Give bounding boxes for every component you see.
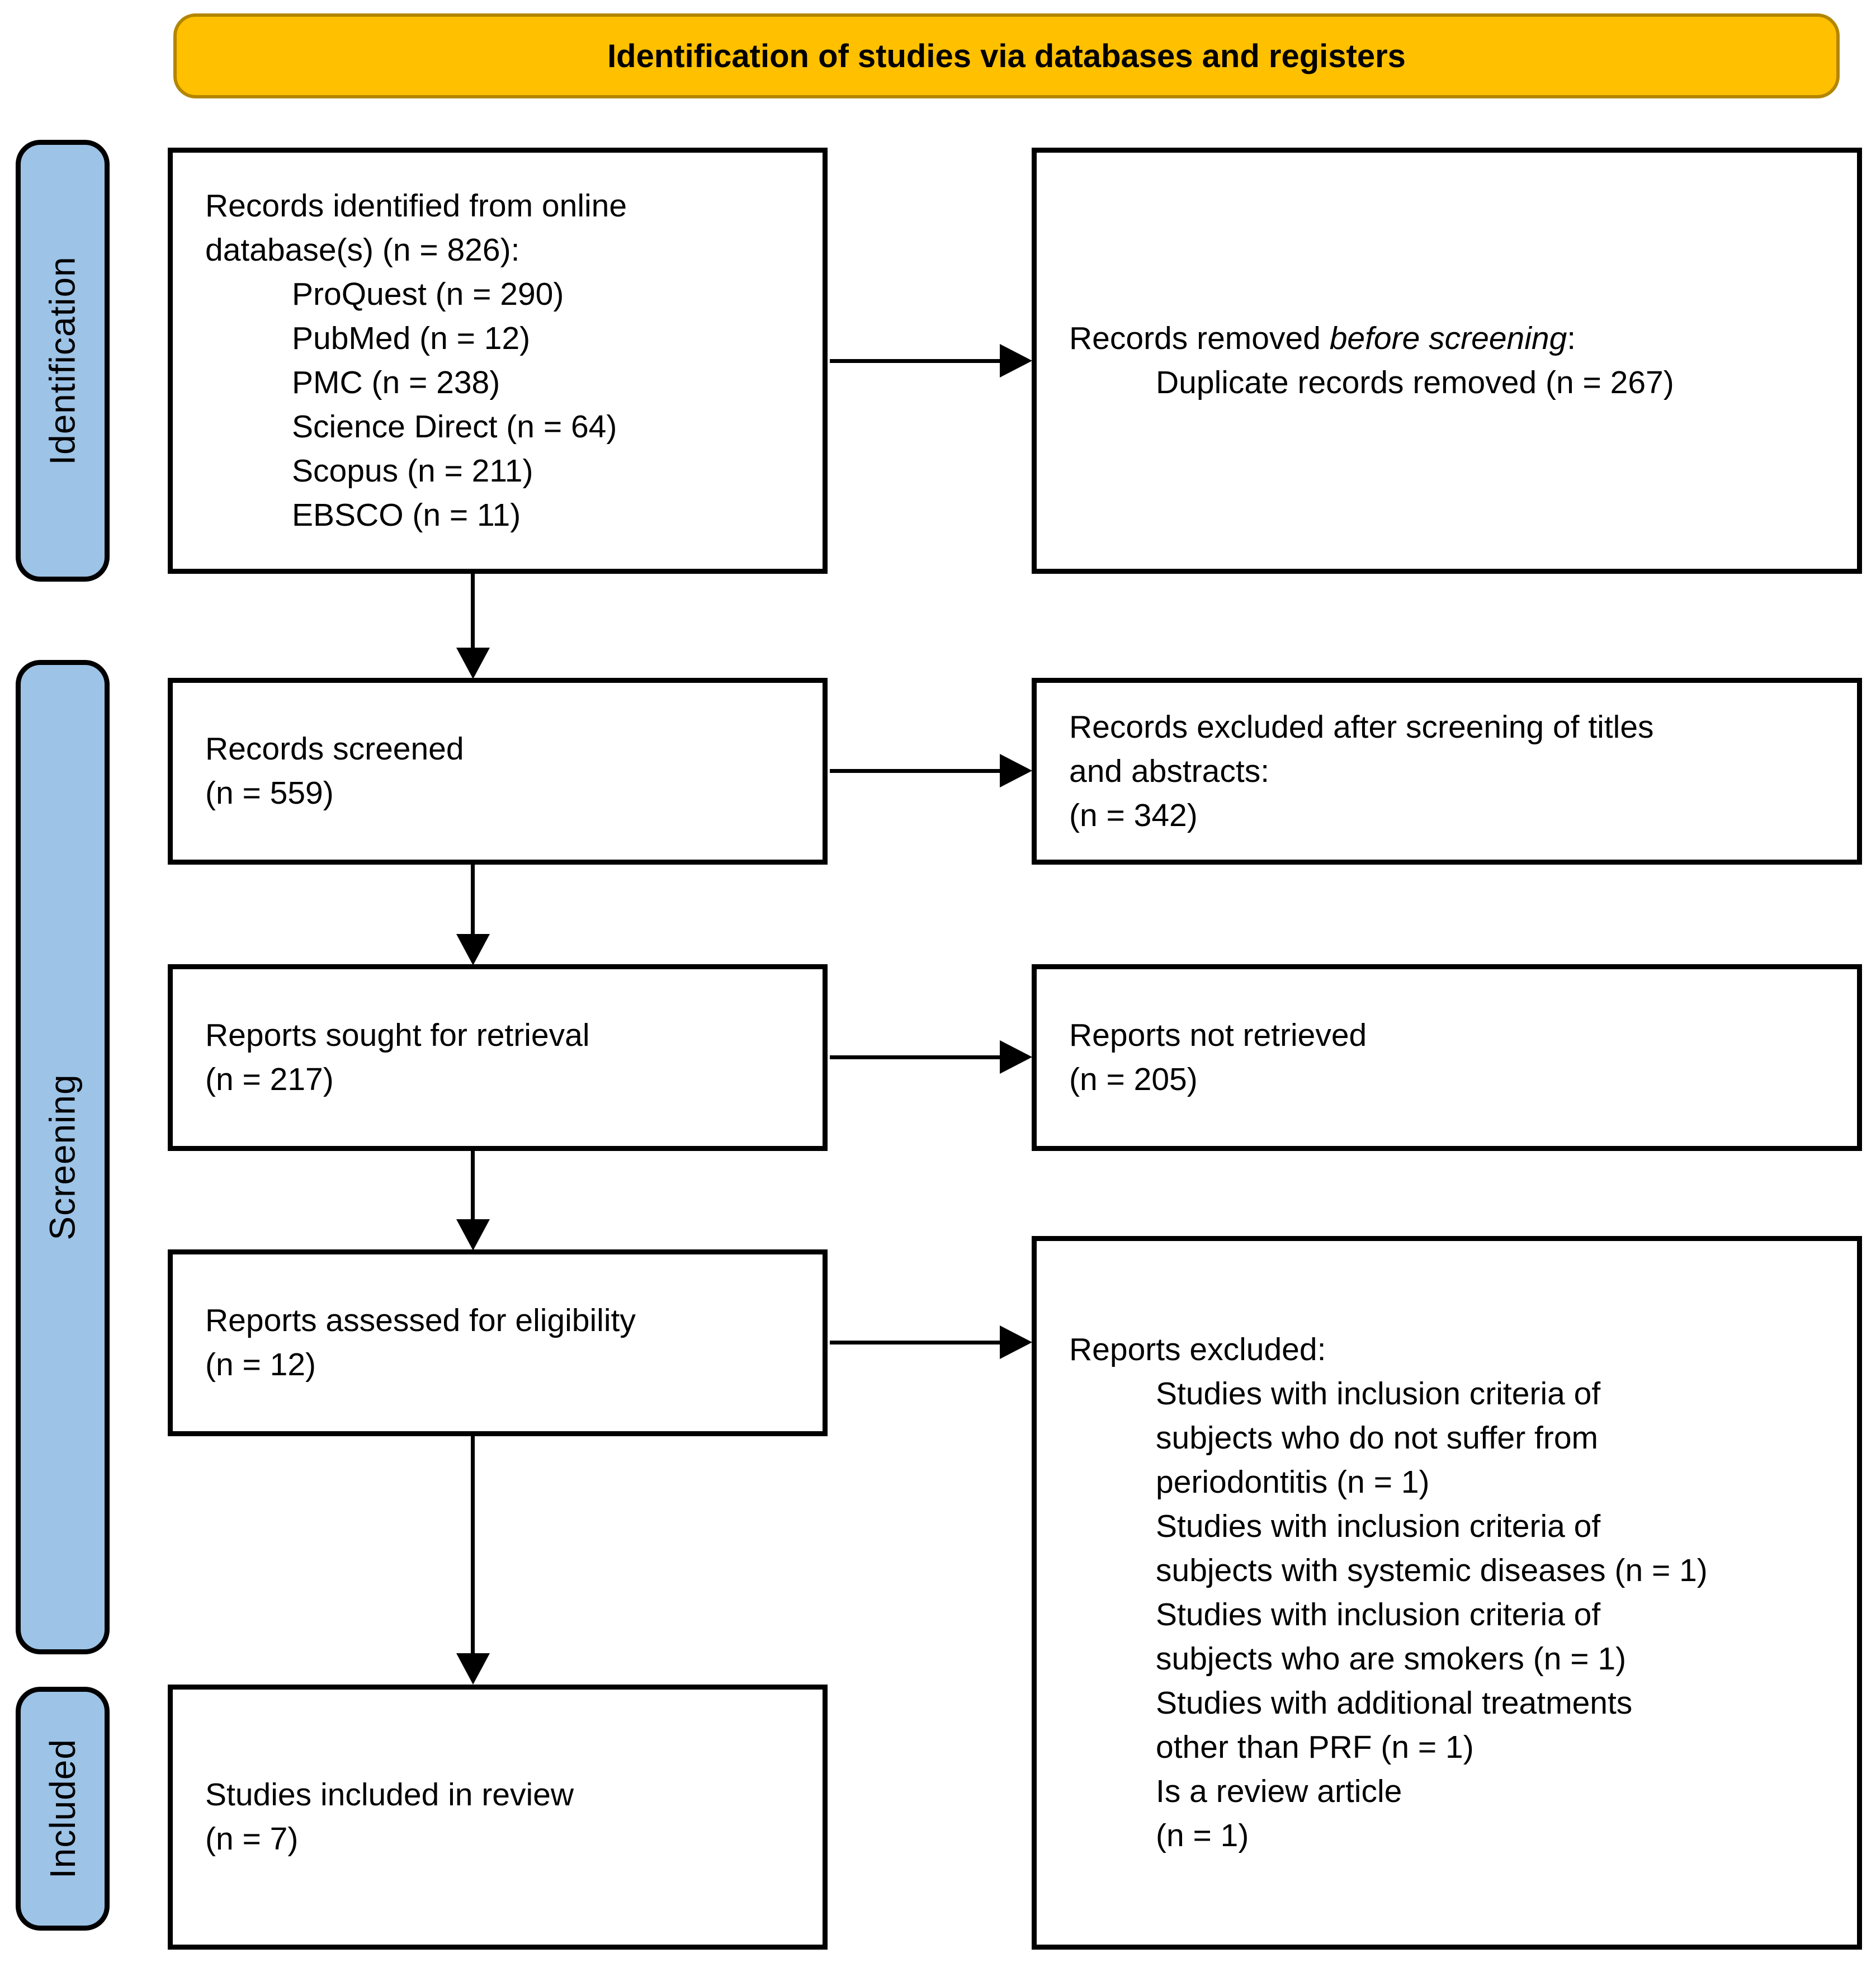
box-count: (n = 342): [1069, 797, 1198, 833]
stage-label-included-text: Included: [42, 1739, 83, 1879]
flow-arrow-line: [830, 359, 1001, 363]
box-line: Duplicate records removed (n = 267): [1156, 365, 1674, 400]
exclusion-reason-line: subjects who are smokers (n = 1): [1156, 1641, 1627, 1677]
exclusion-reason-line: (n = 1): [1156, 1818, 1249, 1853]
database-item: PubMed (n = 12): [292, 320, 531, 356]
box-line-text: :: [1567, 320, 1576, 356]
flow-arrow-line: [471, 865, 475, 936]
exclusion-reason-line: Is a review article: [1156, 1773, 1402, 1809]
box-line: Records screened: [205, 731, 464, 767]
arrow-down-icon: [456, 648, 490, 679]
exclusion-reason-line: Studies with inclusion criteria of: [1156, 1597, 1601, 1633]
box-line: Records removed before screening:: [1069, 317, 1840, 361]
stage-label-identification-text: Identification: [42, 256, 83, 465]
box-records-removed: Records removed before screening: Duplic…: [1032, 148, 1862, 574]
exclusion-reason-line: Studies with additional treatments: [1156, 1685, 1633, 1721]
database-item: Scopus (n = 211): [292, 453, 533, 489]
box-count: (n = 205): [1069, 1062, 1198, 1097]
exclusion-reason-line: subjects who do not suffer from: [1156, 1420, 1599, 1456]
box-line-emphasis: before screening: [1329, 320, 1567, 356]
flow-arrow-line: [471, 574, 475, 650]
flow-arrow-line: [830, 1055, 1001, 1059]
box-line: Records excluded after screening of titl…: [1069, 709, 1654, 745]
database-item: EBSCO (n = 11): [292, 497, 521, 533]
box-count: (n = 12): [205, 1347, 316, 1383]
box-line: Studies included in review: [205, 1777, 574, 1813]
box-line: database(s) (n = 826):: [205, 232, 520, 268]
box-count: (n = 7): [205, 1821, 299, 1857]
stage-label-screening: Screening: [16, 660, 110, 1654]
arrow-right-icon: [1000, 1325, 1032, 1359]
database-item: PMC (n = 238): [292, 365, 500, 400]
box-reports-not-retrieved: Reports not retrieved (n = 205): [1032, 964, 1862, 1151]
flow-arrow-line: [830, 769, 1001, 773]
database-item: Science Direct (n = 64): [292, 409, 617, 445]
arrow-down-icon: [456, 934, 490, 965]
flow-arrow-line: [471, 1151, 475, 1221]
box-line: Records identified from online: [205, 188, 627, 224]
box-line-text: Records removed: [1069, 320, 1330, 356]
box-records-screened: Records screened (n = 559): [168, 678, 828, 865]
exclusion-reason-line: Studies with inclusion criteria of: [1156, 1376, 1601, 1412]
exclusion-reason-line: subjects with systemic diseases (n = 1): [1156, 1553, 1708, 1588]
stage-label-identification: Identification: [16, 140, 110, 582]
box-line: Reports not retrieved: [1069, 1017, 1367, 1053]
box-reports-assessed: Reports assessed for eligibility (n = 12…: [168, 1249, 828, 1436]
stage-label-included: Included: [16, 1687, 110, 1931]
title-banner: Identification of studies via databases …: [173, 13, 1840, 98]
box-reports-sought: Reports sought for retrieval (n = 217): [168, 964, 828, 1151]
box-records-identified: Records identified from online database(…: [168, 148, 828, 574]
box-line: and abstracts:: [1069, 753, 1270, 789]
arrow-right-icon: [1000, 754, 1032, 787]
title-banner-label: Identification of studies via databases …: [607, 37, 1406, 74]
box-studies-included: Studies included in review (n = 7): [168, 1685, 828, 1950]
flow-arrow-line: [471, 1436, 475, 1655]
flow-arrow-line: [830, 1341, 1001, 1344]
box-records-excluded: Records excluded after screening of titl…: [1032, 678, 1862, 865]
box-reports-excluded: Reports excluded: Studies with inclusion…: [1032, 1236, 1862, 1950]
exclusion-reason-line: Studies with inclusion criteria of: [1156, 1508, 1601, 1544]
exclusion-reason-line: other than PRF (n = 1): [1156, 1729, 1474, 1765]
database-item: ProQuest (n = 290): [292, 276, 564, 312]
box-line: Reports assessed for eligibility: [205, 1303, 636, 1338]
arrow-right-icon: [1000, 1040, 1032, 1074]
stage-label-screening-text: Screening: [42, 1074, 83, 1240]
box-count: (n = 217): [205, 1062, 334, 1097]
arrow-right-icon: [1000, 344, 1032, 378]
exclusion-reason-line: periodontitis (n = 1): [1156, 1464, 1430, 1500]
box-line: Reports sought for retrieval: [205, 1017, 590, 1053]
arrow-down-icon: [456, 1219, 490, 1251]
box-line: Reports excluded:: [1069, 1332, 1326, 1367]
box-count: (n = 559): [205, 775, 334, 811]
arrow-down-icon: [456, 1653, 490, 1685]
